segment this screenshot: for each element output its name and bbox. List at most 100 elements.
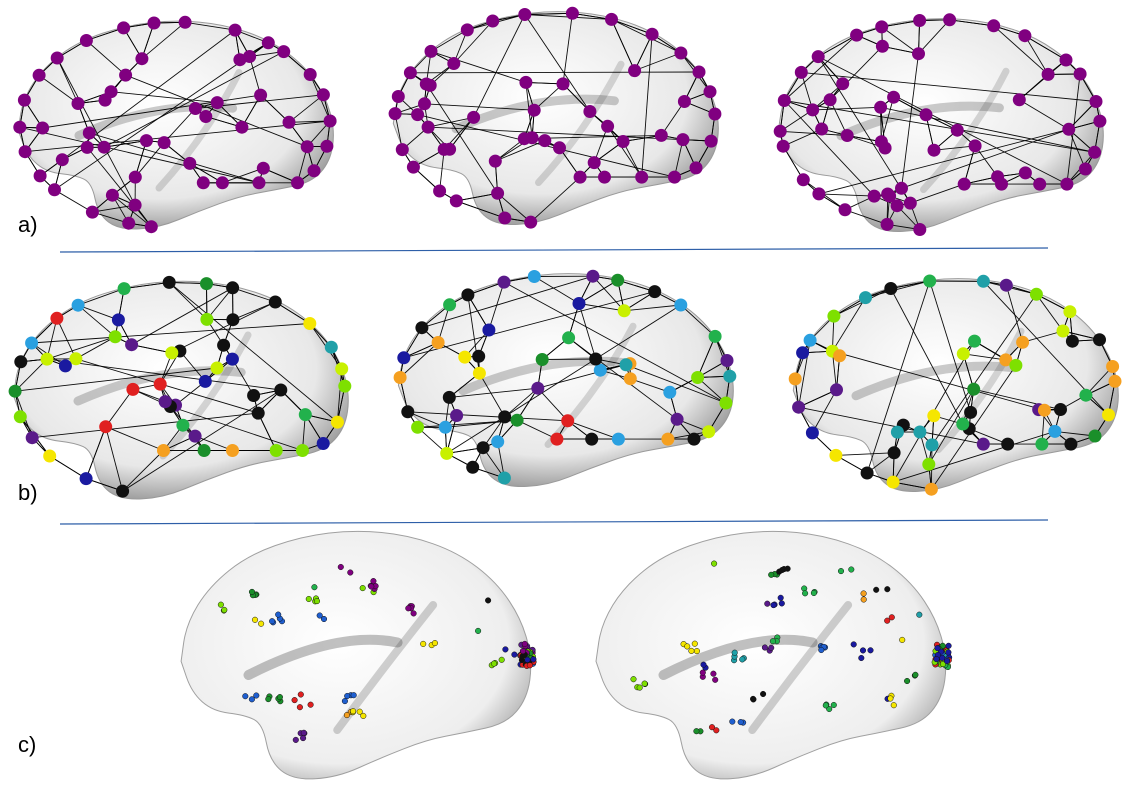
network-node (431, 336, 445, 349)
electrode-dot (699, 669, 706, 676)
network-node (976, 274, 990, 288)
electrode-dot (750, 695, 757, 702)
network-node (661, 432, 675, 446)
network-node (116, 484, 130, 498)
network-node (251, 406, 265, 420)
network-edge (77, 288, 125, 306)
network-node (895, 181, 908, 195)
network-node (815, 122, 829, 136)
network-edge (697, 336, 716, 378)
network-node (147, 16, 161, 30)
network-node (424, 44, 438, 58)
network-node (923, 274, 937, 288)
network-edge (437, 304, 451, 343)
electrode-dot (693, 728, 700, 735)
network-node (1001, 437, 1015, 451)
network-node (708, 107, 722, 121)
network-nodes (393, 269, 737, 485)
electrode-dot (776, 568, 783, 575)
network-node (69, 352, 83, 366)
panel-a (13, 6, 1107, 236)
electrode-dot (778, 600, 785, 607)
network-edge (812, 106, 881, 111)
network-edge (798, 406, 984, 445)
electrode-dot (830, 701, 837, 709)
network-node (71, 298, 85, 312)
network-edge (537, 363, 631, 389)
network-node (619, 358, 633, 372)
network-edge (439, 149, 445, 192)
network-edge (131, 344, 172, 354)
electrode-dot (899, 636, 906, 643)
network-node (689, 161, 703, 175)
network-node (875, 39, 889, 53)
network-node (25, 431, 39, 445)
network-edge (86, 147, 152, 227)
network-node (438, 420, 452, 434)
panel-c-brain-1 (180, 530, 537, 780)
network-edge (56, 318, 77, 359)
network-node (126, 382, 140, 396)
network-node (98, 93, 112, 107)
network-node (1079, 388, 1093, 402)
network-node (623, 372, 637, 386)
network-node (692, 65, 706, 79)
electrode-dot (768, 644, 775, 651)
network-edge (969, 428, 1008, 445)
network-node (157, 136, 171, 150)
network-node (1108, 374, 1122, 388)
network-node (553, 141, 566, 155)
network-node (1059, 53, 1073, 67)
network-node (316, 437, 330, 450)
network-edge (578, 303, 625, 312)
network-node (538, 134, 552, 148)
network-edge (622, 141, 643, 178)
panel-b-brain-3 (788, 274, 1122, 496)
electrode-dot (420, 640, 427, 647)
network-node (128, 198, 142, 212)
electrode-dot (858, 654, 865, 662)
network-node (497, 471, 511, 485)
network-node (867, 189, 881, 203)
network-node (833, 349, 847, 363)
network-node (443, 298, 457, 312)
network-edge (890, 288, 964, 425)
network-node (277, 45, 291, 59)
network-node (50, 311, 64, 325)
network-edge (49, 455, 87, 479)
network-edge (667, 431, 709, 440)
network-edge (288, 94, 324, 123)
electrode-dot (708, 724, 716, 731)
network-node (217, 338, 231, 352)
electrode-dot (530, 656, 537, 663)
network-node (913, 223, 927, 236)
network-edge (1022, 330, 1064, 343)
network-node (957, 177, 971, 191)
network-node (883, 189, 897, 203)
network-node (719, 396, 733, 410)
network-edge (504, 387, 539, 418)
network-edge (865, 280, 930, 299)
electrode-dot (768, 571, 775, 578)
network-node (406, 160, 420, 174)
network-node (316, 88, 330, 102)
electrode-dot (822, 702, 829, 709)
network-edge (835, 452, 895, 456)
network-edge (832, 297, 866, 352)
network-edge (399, 342, 439, 378)
network-node (14, 355, 28, 369)
network-node (1029, 287, 1043, 301)
network-node (674, 46, 688, 60)
network-edge (86, 27, 124, 41)
network-node (703, 85, 717, 99)
network-node (887, 90, 901, 104)
network-node (860, 466, 874, 480)
network-node (33, 169, 47, 183)
network-node (874, 100, 888, 114)
network-node (956, 347, 970, 361)
network-node (776, 139, 790, 153)
network-node (792, 400, 806, 414)
network-node (188, 429, 202, 443)
network-node (1078, 162, 1092, 176)
network-edge (56, 57, 136, 206)
